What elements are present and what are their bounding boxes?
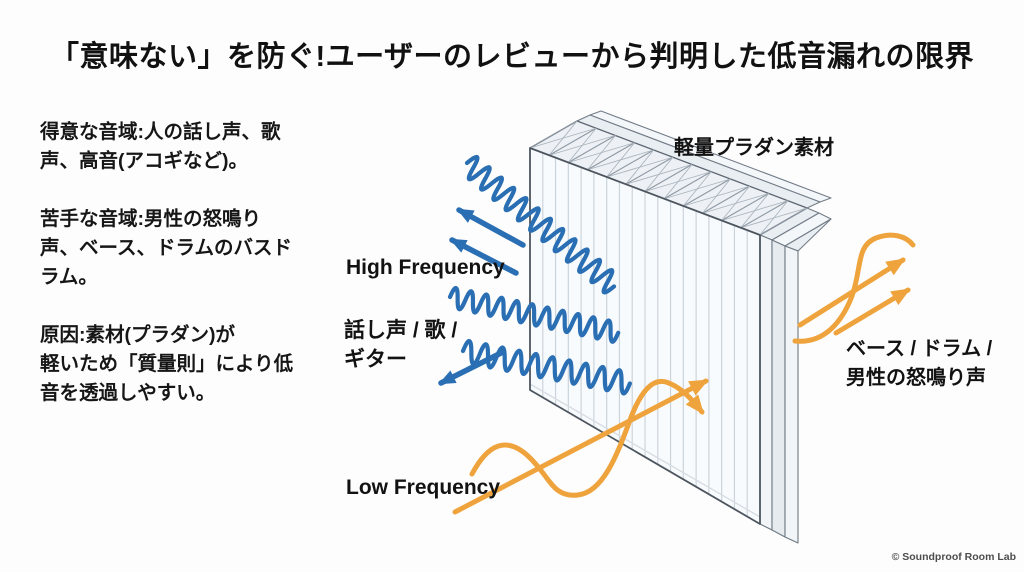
low-frequency-transmission <box>452 232 916 515</box>
low-frequency-sine-wave <box>469 378 705 498</box>
material-label: 軽量プラダン素材 <box>674 137 834 159</box>
reflected-arrow-middle-icon <box>449 237 519 276</box>
reflected-arrow-bottom-icon <box>438 349 506 386</box>
page-title: 「意味ない」を防ぐ!ユーザーのレビューから判明した低音漏れの限界 <box>49 41 975 73</box>
exit-sine-wave <box>792 232 916 344</box>
low-frequency-sublabel: ベース / ドラム / 男性の怒鳴り声 <box>846 338 993 389</box>
panel-back-layers <box>576 110 832 544</box>
low-frequency-label: Low Frequency <box>346 476 501 499</box>
transmission-arrow-icon <box>452 378 709 515</box>
high-frequency-waves <box>447 154 632 396</box>
info-strength-range: 得意な音域:人の話し声、歌 声、高音(アコギなど)。 <box>40 121 281 172</box>
copyright-label: © Soundproof Room Lab <box>891 551 1016 563</box>
info-weak-range: 苦手な音域:男性の怒鳴り 声、ベース、ドラムのバスド ラム。 <box>40 208 292 288</box>
panel-bottom-thickness-line <box>529 383 761 518</box>
reflected-arrow-top-icon <box>456 207 526 248</box>
high-frequency-sublabel: 話し声 / 歌 / ギター <box>344 319 458 371</box>
high-frequency-label: High Frequency <box>346 256 505 279</box>
corrugation-cells <box>529 120 808 236</box>
info-cause: 原因:素材(プラダン)が 軽いため「質量則」により低 音を透過しやすい。 <box>40 324 294 404</box>
reflection-arrows <box>438 207 526 386</box>
exit-arrow-bottom-icon <box>833 287 911 336</box>
info-panel: 得意な音域:人の話し声、歌 声、高音(アコギなど)。 苦手な音域:男性の怒鳴り … <box>40 118 360 437</box>
